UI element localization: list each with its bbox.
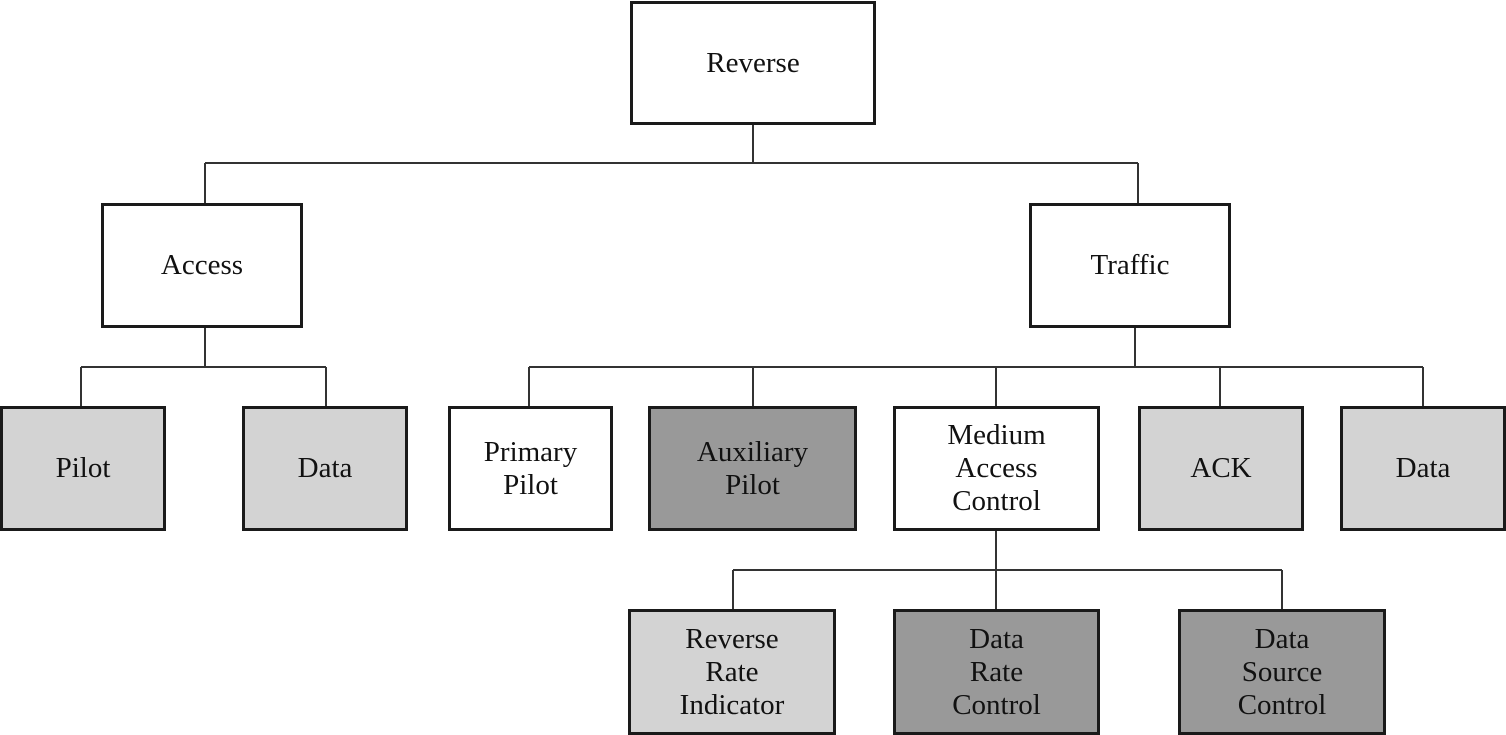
node-auxiliary-pilot: Auxiliary Pilot bbox=[648, 406, 857, 531]
node-data-source-control-label: Data Source Control bbox=[1237, 622, 1327, 721]
node-primary-pilot: Primary Pilot bbox=[448, 406, 613, 531]
node-traffic-data-label: Data bbox=[1395, 452, 1451, 484]
node-traffic-label: Traffic bbox=[1090, 249, 1170, 281]
node-reverse-rate-indicator-label: Reverse Rate Indicator bbox=[679, 622, 785, 721]
node-access-pilot: Pilot bbox=[0, 406, 166, 531]
node-traffic-data: Data bbox=[1340, 406, 1506, 531]
node-reverse-label: Reverse bbox=[706, 46, 800, 79]
node-access-data: Data bbox=[242, 406, 408, 531]
node-ack: ACK bbox=[1138, 406, 1304, 531]
node-data-rate-control: Data Rate Control bbox=[893, 609, 1100, 735]
node-reverse: Reverse bbox=[630, 1, 876, 125]
node-access-pilot-label: Pilot bbox=[55, 452, 111, 484]
node-ack-label: ACK bbox=[1190, 452, 1252, 484]
node-auxiliary-pilot-label: Auxiliary Pilot bbox=[696, 435, 809, 501]
node-primary-pilot-label: Primary Pilot bbox=[483, 435, 578, 501]
node-access-data-label: Data bbox=[297, 452, 353, 484]
node-medium-access-control: Medium Access Control bbox=[893, 406, 1100, 531]
node-medium-access-control-label: Medium Access Control bbox=[947, 419, 1046, 517]
node-data-rate-control-label: Data Rate Control bbox=[952, 622, 1041, 721]
node-data-source-control: Data Source Control bbox=[1178, 609, 1386, 735]
node-reverse-rate-indicator: Reverse Rate Indicator bbox=[628, 609, 836, 735]
node-access: Access bbox=[101, 203, 303, 328]
node-access-label: Access bbox=[160, 249, 244, 281]
node-traffic: Traffic bbox=[1029, 203, 1231, 328]
